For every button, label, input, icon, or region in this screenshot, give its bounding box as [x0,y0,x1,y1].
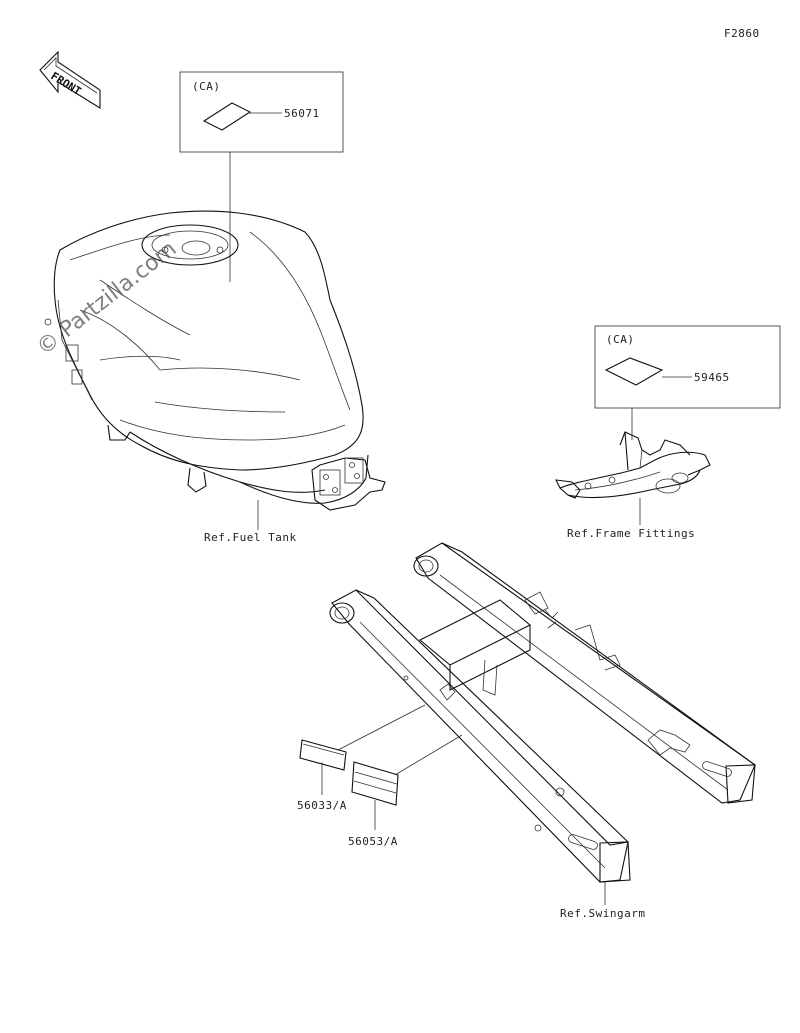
front-arrow-icon: FRONT [39,50,101,109]
front-label: FRONT [48,70,83,99]
ref-fuel-tank: Ref.Fuel Tank [204,531,297,544]
fuel-tank [44,210,386,530]
decal-56033-label: 56033/A [297,799,347,812]
figure-code: F2860 [724,27,760,40]
frame-callout-box [594,325,781,409]
tank-label-part [202,102,252,131]
swingarm-decals: 56033/A 56053/A [297,704,463,848]
tank-label-callout: (CA) 56071 [179,71,344,282]
swingarm [329,542,756,905]
ref-frame-fittings: Ref.Frame Fittings [567,527,695,540]
frame-label-callout: (CA) 59465 [594,325,781,440]
tank-callout-part-number: 56071 [284,107,320,120]
decal-56033 [299,739,347,771]
tank-callout-box [179,71,344,153]
tank-callout-variant: (CA) [192,80,221,93]
ref-swingarm: Ref.Swingarm [560,907,645,920]
frame-fittings-bracket [555,431,711,525]
frame-label-part [604,357,664,386]
decal-56053-label: 56053/A [348,835,398,848]
frame-callout-part-number: 59465 [694,371,730,384]
decal-56053 [351,761,399,806]
frame-callout-variant: (CA) [606,333,635,346]
